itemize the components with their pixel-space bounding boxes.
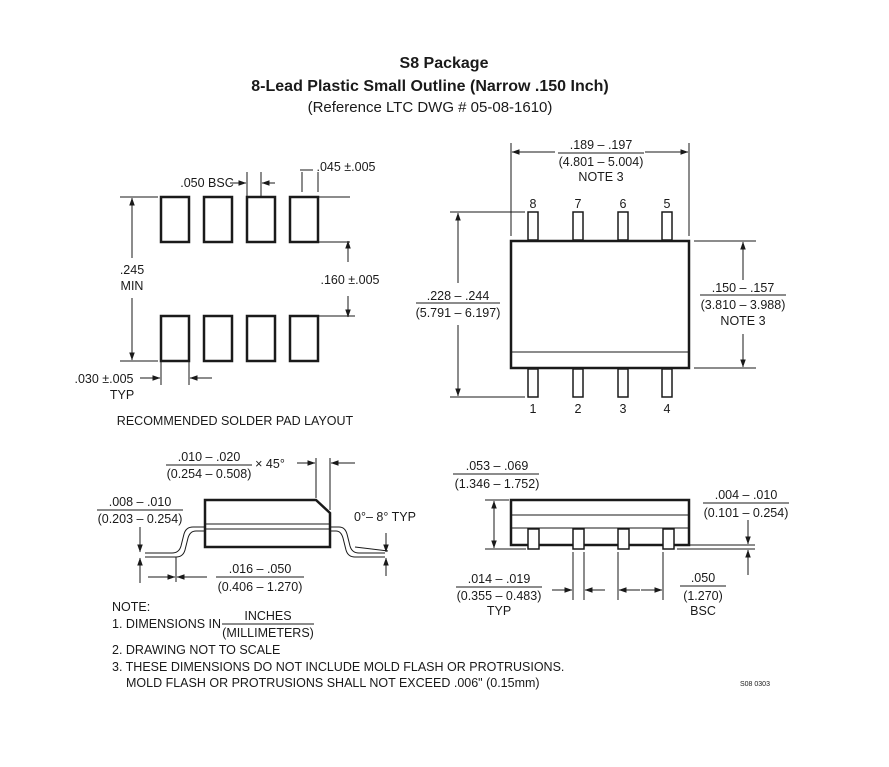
- note-1-numerator: INCHES: [244, 609, 291, 623]
- lead-width-mm: (0.355 – 0.483): [457, 589, 542, 603]
- pad-width-note: TYP: [110, 388, 134, 402]
- solder-pad: [159, 195, 191, 244]
- solder-pad: [288, 314, 320, 363]
- standoff-inch: .004 – .010: [715, 488, 778, 502]
- body-width-inch: .150 – .157: [712, 281, 775, 295]
- pad-pitch-label: .050 BSC: [180, 176, 234, 190]
- pin-number: 5: [664, 197, 671, 211]
- width-inch: .228 – .244: [427, 289, 490, 303]
- solder-pad-caption: RECOMMENDED SOLDER PAD LAYOUT: [117, 414, 354, 428]
- height-mm: (1.346 – 1.752): [455, 477, 540, 491]
- lead: [617, 528, 630, 550]
- width-mm: (5.791 – 6.197): [416, 306, 501, 320]
- pin-number: 2: [575, 402, 582, 416]
- pin-number: 6: [620, 197, 627, 211]
- chamfer-angle: × 45°: [255, 457, 285, 471]
- height-inch: .053 – .069: [466, 459, 529, 473]
- overall-min-label: MIN: [121, 279, 144, 293]
- solder-pad-layout: .050 BSC .045 ±.005 .160 ±.005 .245 MIN …: [75, 160, 380, 428]
- solder-pad: [202, 195, 234, 244]
- chamfer-mm: (0.254 – 0.508): [167, 467, 252, 481]
- lead: [527, 528, 540, 550]
- body-width-mm: (3.810 – 3.988): [701, 298, 786, 312]
- foot-length-mm: (0.406 – 1.270): [218, 580, 303, 594]
- note-1-denominator: (MILLIMETERS): [222, 626, 314, 640]
- solder-pad: [202, 314, 234, 363]
- lead: [617, 368, 629, 398]
- side-view-right: .053 – .069 (1.346 – 1.752) .004 – .010 …: [453, 459, 789, 618]
- notes-heading: NOTE:: [112, 600, 150, 614]
- drawing-code: S08 0303: [740, 681, 770, 688]
- standoff-mm: (0.101 – 0.254): [704, 506, 789, 520]
- lead: [527, 368, 539, 398]
- lead: [617, 211, 629, 241]
- length-note: NOTE 3: [578, 170, 623, 184]
- body-width-note: NOTE 3: [720, 314, 765, 328]
- package-subtitle: 8-Lead Plastic Small Outline (Narrow .15…: [251, 78, 608, 95]
- lead: [572, 368, 584, 398]
- note-1-prefix: 1. DIMENSIONS IN: [112, 617, 221, 631]
- pin-number: 1: [530, 402, 537, 416]
- lead: [662, 528, 675, 550]
- pin-number: 3: [620, 402, 627, 416]
- note-3-line1: 3. THESE DIMENSIONS DO NOT INCLUDE MOLD …: [112, 660, 564, 674]
- pin-number: 7: [575, 197, 582, 211]
- pitch-note: BSC: [690, 604, 716, 618]
- notes-block: NOTE: 1. DIMENSIONS IN INCHES (MILLIMETE…: [112, 600, 770, 690]
- lead: [572, 211, 584, 241]
- note-2: 2. DRAWING NOT TO SCALE: [112, 643, 280, 657]
- title-block: S8 Package 8-Lead Plastic Small Outline …: [251, 55, 608, 116]
- pin-number: 4: [664, 402, 671, 416]
- lead: [572, 528, 585, 550]
- note-3-line2: MOLD FLASH OR PROTRUSIONS SHALL NOT EXCE…: [126, 676, 540, 690]
- side-view-left: .010 – .020 (0.254 – 0.508) × 45° .008 –…: [97, 450, 416, 594]
- pad-length-label: .045 ±.005: [317, 160, 376, 174]
- row-gap-label: .160 ±.005: [321, 273, 380, 287]
- lead: [661, 368, 673, 398]
- overall-min-value: .245: [120, 263, 144, 277]
- solder-pad: [245, 314, 277, 363]
- lead-thickness-inch: .008 – .010: [109, 495, 172, 509]
- solder-pad: [159, 314, 191, 363]
- pad-width-label: .030 ±.005: [75, 372, 134, 386]
- pin-number: 8: [530, 197, 537, 211]
- length-inch: .189 – .197: [570, 138, 633, 152]
- package-reference: (Reference LTC DWG # 05-08-1610): [308, 99, 553, 116]
- chamfer-inch: .010 – .020: [178, 450, 241, 464]
- package-body: [509, 239, 691, 370]
- lead-width-inch: .014 – .019: [468, 572, 531, 586]
- lead: [661, 211, 673, 241]
- lead-angle: 0°– 8° TYP: [354, 510, 416, 524]
- solder-pad: [288, 195, 320, 244]
- foot-length-inch: .016 – .050: [229, 562, 292, 576]
- lead-width-note: TYP: [487, 604, 511, 618]
- lead: [527, 211, 539, 241]
- pitch-mm: (1.270): [683, 589, 723, 603]
- side-body-right: [509, 498, 691, 547]
- package-title: S8 Package: [400, 55, 489, 72]
- solder-pad: [245, 195, 277, 244]
- length-mm: (4.801 – 5.004): [559, 155, 644, 169]
- pitch-inch: .050: [691, 571, 715, 585]
- top-view: 8 7 6 5 1 2 3 4 .189 – .197 (4.801 – 5.0…: [416, 138, 786, 416]
- lead-thickness-mm: (0.203 – 0.254): [98, 512, 183, 526]
